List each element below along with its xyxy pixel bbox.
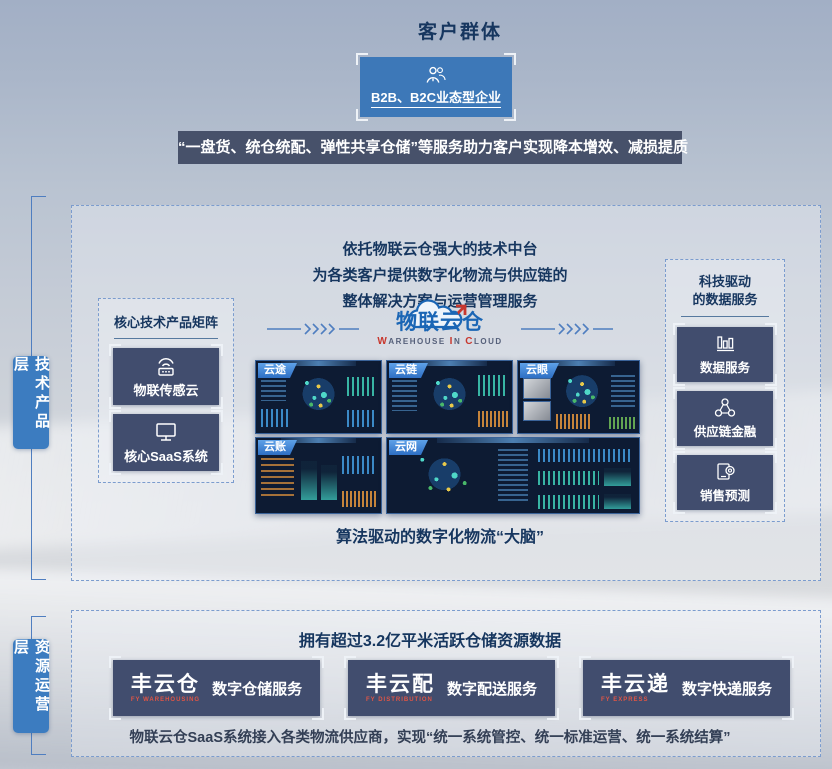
data-service-item-data: 数据服务 [673, 323, 777, 386]
dashboard-yuntu: 云途 [255, 360, 382, 434]
resource-footer: 物联云仓SaaS系统接入各类物流供应商，实现“统一系统管控、统一标准运营、统一系… [129, 730, 731, 746]
dashboard-chart-decor [611, 375, 636, 410]
brand-box-distribution: 丰云配 FY DISTRIBUTION 数字配送服务 [344, 656, 559, 720]
core-products-title: 核心技术产品矩阵 [113, 315, 218, 330]
resource-title: 拥有超过3.2亿平米活跃仓储资源数据 [298, 633, 562, 650]
dashboard-chart-decor [261, 379, 286, 402]
data-service-label: 供应链金融 [693, 425, 757, 439]
dashboard-yunwang: 云网 [386, 437, 640, 514]
dashboard-chart-decor [478, 375, 509, 396]
data-services-title-line1: 科技驱动 [698, 274, 751, 289]
tech-caption: 算法驱动的数字化物流“大脑” [335, 529, 544, 546]
dashboard-chart-decor [538, 495, 599, 509]
tech-intro-line1: 依托物联云仓强大的技术中台 [342, 241, 538, 258]
data-services-panel: 科技驱动 的数据服务 数据服务 供应链金融 [665, 259, 785, 522]
chevron-arrow-right-icon [520, 323, 613, 335]
camera-view-decor [522, 400, 552, 422]
brand-box-express: 丰云递 FY EXPRESS 数字快递服务 [579, 656, 794, 720]
dashboard-chart-decor [538, 471, 599, 485]
dashboard-tag: 云网 [389, 440, 428, 455]
brand-logo: 丰云递 FY EXPRESS [601, 674, 670, 703]
corner-bracket [673, 323, 777, 386]
dashboard-chart-decor [392, 379, 417, 412]
dashboard-tag: 云眼 [520, 363, 559, 378]
brand-box-warehousing: 丰云仓 FY WAREHOUSING 数字仓储服务 [109, 656, 324, 720]
services-banner: “一盘货、统仓统配、弹性共享仓储”等服务助力客户实现降本增效、减损提质 [178, 131, 688, 164]
core-product-label: 物联传感云 [133, 382, 199, 398]
saas-monitor-icon [156, 422, 176, 441]
dashboard-chart-decor [261, 408, 289, 428]
tech-layer-side-label: 技术产品层 [12, 356, 50, 449]
customer-segment-box: B2B、B2C业态型企业 [356, 53, 516, 121]
dashboard-chart-decor [603, 468, 632, 486]
brand-logo: 丰云仓 FY WAREHOUSING [131, 674, 200, 703]
brand-logo-subtitle: FY EXPRESS [600, 696, 649, 703]
logo-name: 物联云仓 [395, 311, 484, 334]
core-product-item-saas: 核心SaaS系统 [109, 410, 223, 475]
dashboard-chart-decor [321, 465, 338, 500]
brand-service-label: 数字快递服务 [681, 680, 772, 698]
data-services-title: 科技驱动 的数据服务 [666, 273, 784, 309]
supply-network-icon [714, 398, 736, 417]
page-title: 客户群体 [417, 22, 502, 43]
people-icon [426, 66, 446, 83]
dashboard-map-decor [422, 371, 475, 419]
core-product-item-iot: 物联传感云 [109, 344, 223, 409]
resource-layer-side-label: 资源运营层 [12, 639, 50, 733]
camera-view-decor [522, 378, 552, 399]
tech-layer-side-label-text: 技术产品层 [12, 356, 50, 432]
customer-segment-label: B2B、B2C业态型企业 [370, 87, 501, 108]
brand-logo-name: 丰云配 [365, 672, 435, 696]
iot-sensor-icon [158, 357, 174, 376]
divider [681, 316, 769, 317]
data-service-label: 销售预测 [699, 489, 750, 503]
brand-logo: 丰云配 FY DISTRIBUTION [366, 674, 435, 703]
dashboard-yunzhang: 云账 [255, 437, 382, 514]
brand-service-label: 数字仓储服务 [212, 680, 303, 698]
divider [114, 338, 218, 339]
sales-forecast-icon [717, 463, 735, 480]
dashboard-tag: 云途 [258, 363, 297, 378]
tech-intro: 依托物联云仓强大的技术中台 为各类客户提供数字化物流与供应链的 整体解决方案与运… [90, 237, 790, 315]
dashboard-yunlian: 云链 [386, 360, 513, 434]
dashboard-chart-decor [538, 448, 632, 462]
dashboard-chart-decor [555, 414, 592, 429]
dashboard-chart-decor [347, 409, 378, 428]
dashboard-chart-decor [301, 460, 318, 500]
core-products-panel: 核心技术产品矩阵 物联传感云 核心SaaS系统 [98, 298, 234, 483]
brand-service-label: 数字配送服务 [446, 680, 537, 698]
core-product-label: 核心SaaS系统 [124, 448, 208, 464]
dashboard-chart-decor [347, 376, 378, 396]
dashboard-map-decor [554, 369, 608, 415]
dashboard-map-decor [291, 371, 344, 419]
tech-intro-line2: 为各类客户提供数字化物流与供应链的 [312, 267, 568, 284]
dashboard-chart-decor [603, 493, 632, 509]
resource-layer-side-label-text: 资源运营层 [12, 639, 50, 715]
brand-logo-subtitle: FY WAREHOUSING [130, 696, 201, 703]
dashboard-tag: 云链 [389, 363, 428, 378]
brand-logo-name: 丰云仓 [130, 672, 200, 696]
dashboard-chart-decor [608, 417, 636, 429]
dashboard-chart-decor [497, 448, 529, 504]
cloud-icon [408, 299, 467, 329]
data-service-label: 数据服务 [699, 360, 750, 375]
tech-intro-line3: 整体解决方案与运营管理服务 [342, 293, 538, 310]
dashboard-chart-decor [261, 457, 294, 500]
data-bars-icon [717, 335, 734, 351]
data-service-item-forecast: 销售预测 [673, 451, 777, 514]
brand-logo-subtitle: FY DISTRIBUTION [365, 696, 433, 703]
brand-logo-name: 丰云递 [600, 672, 670, 696]
data-services-title-line2: 的数据服务 [692, 292, 758, 307]
dashboard-chart-decor [478, 411, 509, 428]
dashboard-tag: 云账 [258, 440, 297, 455]
dashboard-yunyan: 云眼 [517, 360, 640, 434]
dashboard-chart-decor [342, 490, 378, 507]
chevron-arrow-left-icon [267, 323, 360, 335]
data-service-item-finance: 供应链金融 [673, 387, 777, 450]
dashboard-chart-decor [342, 456, 378, 474]
services-banner-text: “一盘货、统仓统配、弹性共享仓储”等服务助力客户实现降本增效、减损提质 [178, 139, 689, 156]
